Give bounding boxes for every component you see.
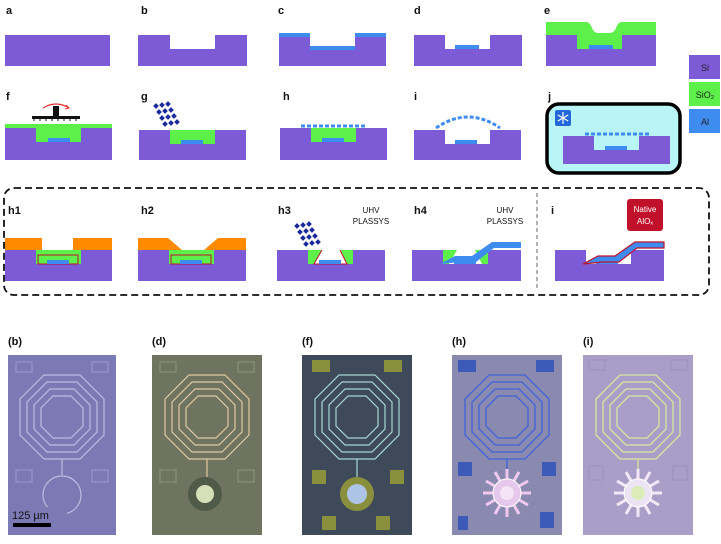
panel-label-h: h bbox=[283, 91, 290, 103]
legend-al-swatch bbox=[689, 109, 720, 133]
si-substrate-h3 bbox=[277, 250, 385, 281]
micrograph-label-h: (h) bbox=[452, 336, 466, 348]
ion-mill-particles-icon bbox=[294, 221, 321, 247]
al-pad-h3 bbox=[319, 260, 341, 264]
legend-sio2-swatch bbox=[689, 82, 720, 106]
panel-label-j: j bbox=[547, 91, 551, 103]
uhv-label-h4: UHV bbox=[497, 206, 515, 215]
al-pad-f bbox=[48, 138, 70, 142]
resist-right-h1 bbox=[73, 238, 112, 250]
cmp-polisher-icon bbox=[32, 103, 80, 121]
si-substrate-f bbox=[5, 128, 112, 160]
resist-right-h2 bbox=[204, 238, 246, 250]
al-pad-h bbox=[322, 138, 344, 142]
legend-al-label: Al bbox=[701, 117, 709, 127]
al-drumhead-i bbox=[435, 115, 501, 130]
si-substrate-inset-i bbox=[555, 250, 664, 281]
uhv-label-h3: UHV bbox=[363, 206, 381, 215]
sio2-layer-f bbox=[5, 124, 112, 142]
al-pad-j bbox=[605, 146, 627, 150]
micrograph-h: (h) bbox=[452, 336, 562, 535]
si-substrate-h1 bbox=[5, 250, 112, 281]
panel-label-g: g bbox=[141, 91, 148, 103]
micrograph-label-d: (d) bbox=[152, 336, 166, 348]
panel-label-f: f bbox=[6, 91, 10, 103]
al-pad-g bbox=[181, 140, 203, 144]
snowflake-icon bbox=[555, 110, 571, 126]
si-substrate-g bbox=[139, 130, 246, 160]
inset-label-i: i bbox=[551, 205, 554, 217]
al-pad-e bbox=[589, 45, 613, 49]
inset-label-h2: h2 bbox=[141, 205, 154, 217]
legend-si-swatch bbox=[689, 55, 720, 79]
al-pad-h1 bbox=[47, 260, 69, 264]
micrograph-f: (f) bbox=[302, 336, 412, 535]
legend-si-label: Si bbox=[701, 63, 709, 73]
al-pad-h2 bbox=[180, 260, 202, 264]
micrograph-i: (i) bbox=[583, 336, 693, 535]
resist-left-h1 bbox=[5, 238, 42, 250]
si-substrate-h2 bbox=[138, 250, 246, 281]
sio2-layer-e bbox=[546, 22, 656, 49]
micrograph-label-i: (i) bbox=[583, 336, 594, 348]
si-substrate-e bbox=[546, 35, 656, 66]
xef2-molecules-icon bbox=[153, 101, 180, 127]
al-pad-i bbox=[455, 140, 477, 144]
panel-label-i: i bbox=[414, 91, 417, 103]
al-bridge-h4 bbox=[440, 242, 521, 264]
si-substrate-b bbox=[138, 35, 247, 66]
panel-label-c: c bbox=[278, 5, 284, 17]
inset-label-h4: h4 bbox=[414, 205, 428, 217]
si-substrate-i bbox=[414, 130, 521, 160]
al-pad-d bbox=[455, 45, 479, 49]
plassys-label-h4: PLASSYS bbox=[487, 217, 523, 226]
panel-label-a: a bbox=[6, 5, 13, 17]
panel-label-d: d bbox=[414, 5, 421, 17]
al-bridge-inset-i bbox=[582, 241, 665, 265]
native-alox-badge: Native AlOₓ bbox=[627, 199, 663, 231]
si-substrate-h bbox=[280, 128, 387, 160]
micrograph-d: (d) bbox=[152, 336, 262, 535]
inset-label-h3: h3 bbox=[278, 205, 291, 217]
micrograph-label-b: (b) bbox=[8, 336, 22, 348]
inset-label-h1: h1 bbox=[8, 205, 21, 217]
resist-left-h2 bbox=[138, 238, 182, 250]
micrograph-label-f: (f) bbox=[302, 336, 313, 348]
native-label-line2: AlOₓ bbox=[637, 217, 653, 226]
panel-label-b: b bbox=[141, 5, 148, 17]
plassys-label-h3: PLASSYS bbox=[353, 217, 389, 226]
si-substrate-d bbox=[414, 35, 522, 66]
legend-sio2-label: SiO₂ bbox=[696, 90, 715, 100]
inset-dashed-frame bbox=[3, 187, 710, 296]
si-substrate-c bbox=[279, 35, 386, 66]
native-label-line1: Native bbox=[634, 205, 657, 214]
scale-bar-label: 125 µm bbox=[12, 510, 49, 522]
al-layer-c bbox=[279, 33, 386, 50]
micrograph-b: (b) 125 µm bbox=[8, 336, 116, 535]
si-substrate-h4 bbox=[412, 250, 521, 281]
si-substrate-a bbox=[5, 35, 110, 66]
panel-label-e: e bbox=[544, 5, 550, 17]
